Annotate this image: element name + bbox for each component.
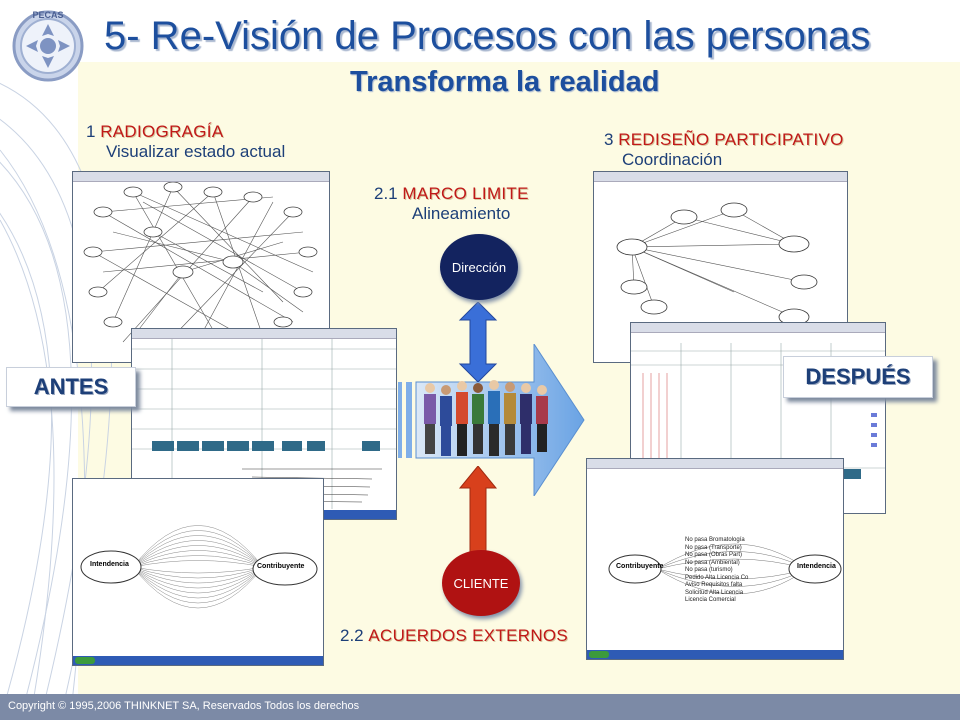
exchange-item: No pasa (Obras Part) [685, 552, 743, 558]
exchange-item: No pasa Bromatología [685, 537, 745, 543]
direccion-circle: Dirección [440, 234, 518, 300]
network-diagram [83, 181, 318, 351]
exchange-item: No pasa (Transporte) [685, 544, 742, 551]
step-1-number: 1 [86, 122, 96, 141]
exchange-item: No pasa (turismo) [685, 567, 733, 573]
exchange-diagram-before [80, 525, 318, 609]
step-3-label: 3 REDISEÑO PARTICIPATIVO Coordinación [604, 130, 844, 170]
exchange-screenshot-before: Intendencia Contribuyente [72, 478, 324, 666]
step-1-name: RADIOGRAGÍA [100, 122, 224, 141]
footer-bar [0, 694, 960, 720]
pecas-logo: PECAS [12, 10, 84, 82]
step-2-2-label: 2.2 ACUERDOS EXTERNOS [340, 626, 568, 646]
intendencia-node-before: Intendencia [90, 561, 129, 568]
copyright-text: Copyright © 1995,2006 THINKNET SA, Reser… [8, 700, 360, 712]
exchange-item: Aviso Requisitos falta [685, 582, 743, 588]
step-2-1-number: 2.1 [374, 184, 398, 203]
step-1-desc: Visualizar estado actual [106, 142, 286, 161]
logo-text: PECAS [32, 10, 63, 20]
exchange-diagram-after [608, 543, 842, 595]
step-2-2-number: 2.2 [340, 626, 364, 645]
exchange-list: No pasa Bromatología No pasa (Transporte… [685, 537, 748, 605]
redesign-diagram [616, 202, 818, 326]
exchange-item: Pedido Alta Licencia Co [685, 574, 749, 581]
swimlane-diagram [132, 339, 396, 509]
exchange-screenshot-after: Contribuyente Intendencia No pasa Bromat… [586, 458, 844, 660]
step-2-1-name: MARCO LIMITE [402, 184, 529, 203]
up-arrow [458, 466, 498, 556]
step-1-label: 1 RADIOGRAGÍA Visualizar estado actual [86, 122, 285, 162]
step-2-1-desc: Alineamiento [412, 204, 511, 223]
page-title: 5- Re-Visión de Procesos con las persona… [104, 14, 871, 58]
step-2-2-name: ACUERDOS EXTERNOS [368, 626, 569, 645]
exchange-item: Solicitud Alta Licencia [685, 589, 744, 596]
step-3-name: REDISEÑO PARTICIPATIVO [618, 130, 844, 149]
despues-tag: DESPUÉS [783, 356, 933, 398]
step-2-1-label: 2.1 MARCO LIMITE Alineamiento [374, 184, 529, 224]
antes-tag: ANTES [6, 367, 136, 407]
step-3-desc: Coordinación [622, 150, 723, 169]
exchange-item: No pasa (Ambiental) [685, 559, 740, 566]
contribuyente-node-before: Contribuyente [257, 563, 305, 570]
contribuyente-node-after: Contribuyente [616, 563, 664, 570]
exchange-item: Licencia Comercial [685, 597, 736, 603]
step-3-number: 3 [604, 130, 614, 149]
people-illustration [424, 380, 548, 456]
up-down-arrow [458, 302, 498, 382]
page-subtitle: Transforma la realidad [350, 66, 660, 98]
cliente-circle: CLIENTE [442, 550, 520, 616]
intendencia-node-after: Intendencia [797, 563, 836, 570]
